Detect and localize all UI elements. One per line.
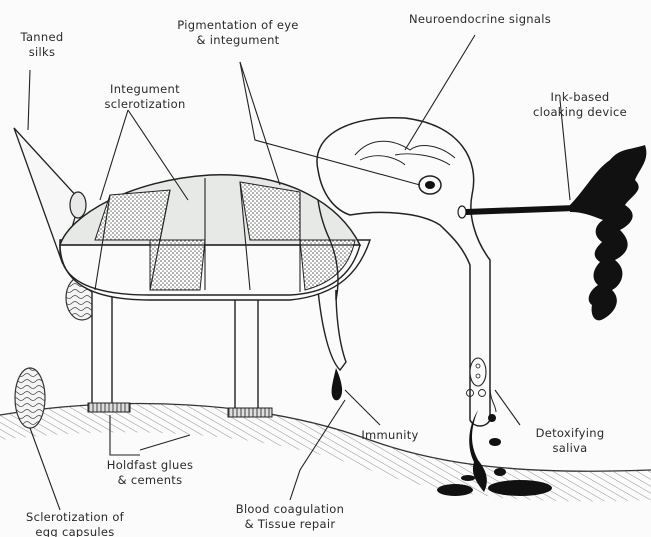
label-pigmentation-line2: & integument (158, 33, 318, 48)
label-neuroendocrine-text: Neuroendocrine signals (395, 12, 565, 27)
label-ink-line1: Ink-based (520, 90, 640, 105)
label-blood-line1: Blood coagulation (225, 502, 355, 517)
label-integument-line1: Integument (80, 82, 210, 97)
egg-capsule (15, 368, 45, 428)
salivary-tip (470, 358, 486, 386)
label-tanned-silks-line1: Tanned (12, 30, 72, 45)
label-holdfast-line2: & cements (90, 473, 210, 488)
label-detoxifying-saliva: Detoxifying saliva (520, 426, 620, 456)
label-tanned-silks-line2: silks (12, 45, 72, 60)
label-detox-line1: Detoxifying (520, 426, 620, 441)
label-ink-line2: cloaking device (520, 105, 640, 120)
holdfast-pad-left (88, 403, 130, 412)
label-egg-capsules: Sclerotization of egg capsules (5, 510, 145, 537)
holdfast-pad-right (228, 408, 272, 417)
label-egg-line1: Sclerotization of (5, 510, 145, 525)
label-tanned-silks: Tanned silks (12, 30, 72, 60)
label-egg-line2: egg capsules (5, 525, 145, 537)
blood-drop (332, 368, 343, 400)
label-detox-line2: saliva (520, 441, 620, 456)
label-neuroendocrine: Neuroendocrine signals (395, 12, 565, 27)
label-ink-cloaking: Ink-based cloaking device (520, 90, 640, 120)
label-blood-coagulation: Blood coagulation & Tissue repair (225, 502, 355, 532)
label-immunity: Immunity (350, 428, 430, 443)
label-holdfast-glues: Holdfast glues & cements (90, 458, 210, 488)
label-integument-sclerotization: Integument sclerotization (80, 82, 210, 112)
label-holdfast-line1: Holdfast glues (90, 458, 210, 473)
label-pigmentation: Pigmentation of eye & integument (158, 18, 318, 48)
label-blood-line2: & Tissue repair (225, 517, 355, 532)
label-pigmentation-line1: Pigmentation of eye (158, 18, 318, 33)
ink-cloud (466, 145, 646, 320)
label-integument-line2: sclerotization (80, 97, 210, 112)
label-immunity-text: Immunity (350, 428, 430, 443)
ink-siphon (458, 206, 466, 218)
